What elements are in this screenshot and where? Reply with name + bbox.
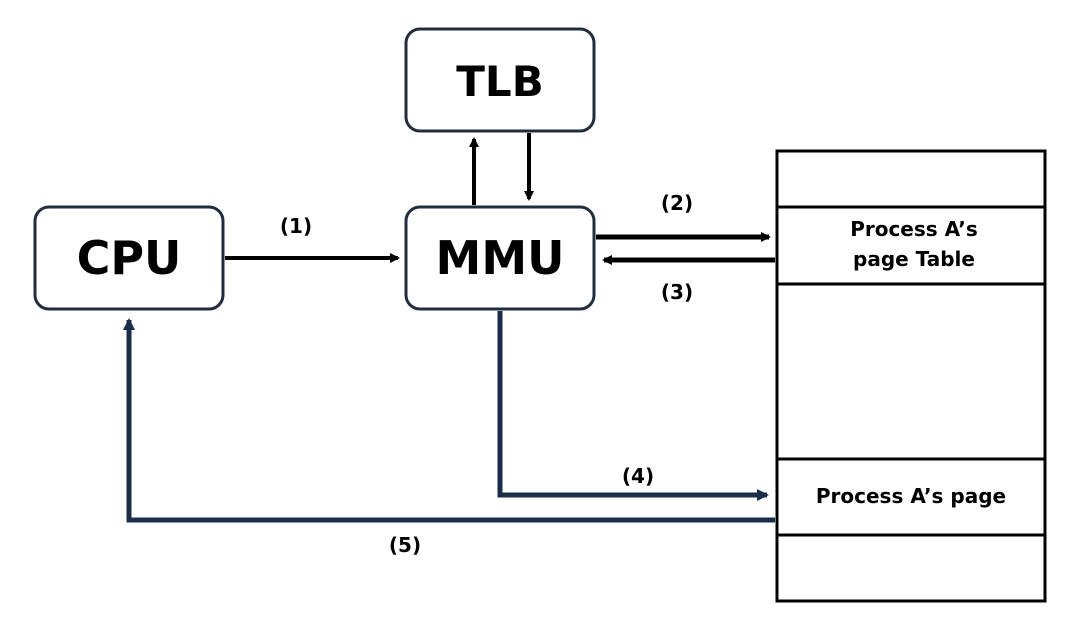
tlb-box: TLB xyxy=(404,27,596,133)
page-table-label-line2: page Table xyxy=(853,247,975,271)
page-table-label-line1: Process A’s xyxy=(850,217,978,241)
cpu-label: CPU xyxy=(77,231,182,285)
step-1-label: (1) xyxy=(280,214,312,238)
mmu-box: MMU xyxy=(404,205,596,311)
tlb-label: TLB xyxy=(456,57,543,106)
step-2-label: (2) xyxy=(661,191,693,215)
process-page-label: Process A’s page xyxy=(816,484,1006,508)
mmu-label: MMU xyxy=(436,231,565,285)
memory-block: Process A’s page Table Process A’s page xyxy=(775,149,1047,603)
step-3-label: (3) xyxy=(661,280,693,304)
mmu-to-process-page-arrow xyxy=(497,311,769,501)
cpu-box: CPU xyxy=(33,205,225,311)
process-page-to-cpu-arrow xyxy=(123,318,775,523)
step-5-label: (5) xyxy=(389,533,421,557)
step-4-label: (4) xyxy=(622,464,654,488)
